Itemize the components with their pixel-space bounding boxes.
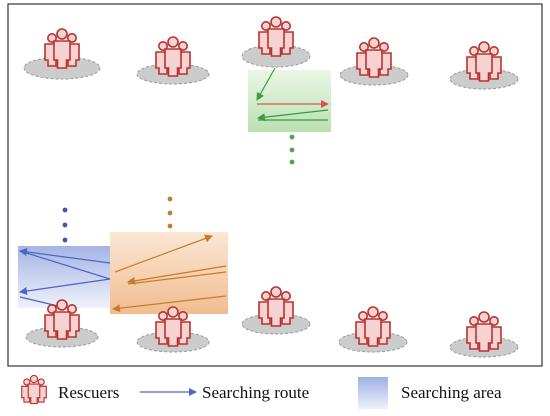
rescuer-group-icon <box>136 36 210 85</box>
search-area-orange <box>110 232 228 314</box>
legend <box>21 374 388 409</box>
legend-rescuer-icon <box>21 374 47 405</box>
rescuer-group-icon <box>449 311 519 358</box>
green-continuation-dots <box>289 134 295 165</box>
rescuer-group-icon <box>339 37 409 86</box>
legend-rescuers-label: Rescuers <box>58 383 120 402</box>
rescuer-group-icon <box>25 299 99 348</box>
search-area-green <box>248 70 331 132</box>
blue-continuation-dots <box>62 207 68 243</box>
legend-area-swatch <box>358 377 388 409</box>
rescuer-groups <box>23 16 519 358</box>
rescuer-group-icon <box>338 306 408 353</box>
search-area-blue <box>18 246 110 308</box>
rescuer-group-icon <box>23 28 101 80</box>
orange-continuation-dots <box>167 196 173 229</box>
route-orange <box>112 234 227 313</box>
legend-route-label: Searching route <box>202 383 310 402</box>
legend-area-label: Searching area <box>401 383 502 402</box>
route-green <box>256 67 329 122</box>
rescuer-group-icon <box>449 41 519 90</box>
rescuer-group-icon <box>136 306 210 353</box>
rescuer-group-icon <box>241 16 311 68</box>
scene-frame <box>7 3 543 367</box>
rescuer-group-icon <box>241 286 311 335</box>
